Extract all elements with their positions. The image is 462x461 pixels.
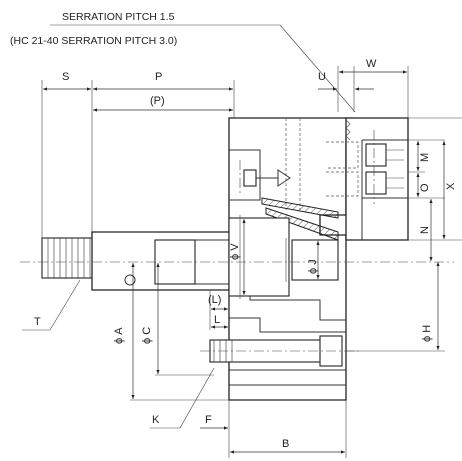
dim-phi-A: ϕ A	[113, 327, 125, 344]
dim-M: M	[419, 153, 431, 162]
bottom-dimensions: F B	[200, 400, 347, 458]
serration-pitch-label: SERRATION PITCH 1.5	[62, 11, 175, 23]
center-lines	[20, 130, 454, 352]
dim-L: L	[214, 314, 220, 326]
dim-N: N	[419, 226, 431, 234]
dim-X: X	[445, 182, 457, 190]
serration-pitch-alt-label: (HC 21-40 SERRATION PITCH 3.0)	[10, 35, 177, 47]
dim-B: B	[282, 438, 289, 450]
dim-T: T	[34, 316, 41, 328]
dim-L-ref: (L)	[208, 294, 221, 306]
drawbar-shaft	[41, 215, 339, 299]
top-dimensions: S P (P) U W	[41, 58, 409, 250]
leaders: T K	[22, 279, 215, 429]
dim-P-ref: (P)	[150, 95, 165, 107]
right-dimensions: M O X N ϕ H	[346, 117, 462, 352]
dim-S: S	[62, 71, 69, 83]
internal-dimensions: ϕ V ϕ J (L) L	[208, 219, 320, 330]
dim-U: U	[318, 71, 326, 83]
dim-O: O	[419, 183, 431, 192]
dim-P: P	[155, 71, 162, 83]
dim-K: K	[152, 414, 160, 426]
dim-W: W	[366, 58, 377, 70]
dim-F: F	[205, 414, 212, 426]
left-dimensions: ϕ A ϕ C	[113, 263, 229, 401]
dim-phi-H: ϕ H	[421, 325, 433, 342]
dim-phi-C: ϕ C	[141, 327, 153, 344]
dim-phi-V: ϕ V	[229, 243, 241, 260]
dim-phi-J: ϕ J	[307, 259, 319, 274]
serration-note: SERRATION PITCH 1.5 (HC 21-40 SERRATION …	[10, 11, 356, 113]
